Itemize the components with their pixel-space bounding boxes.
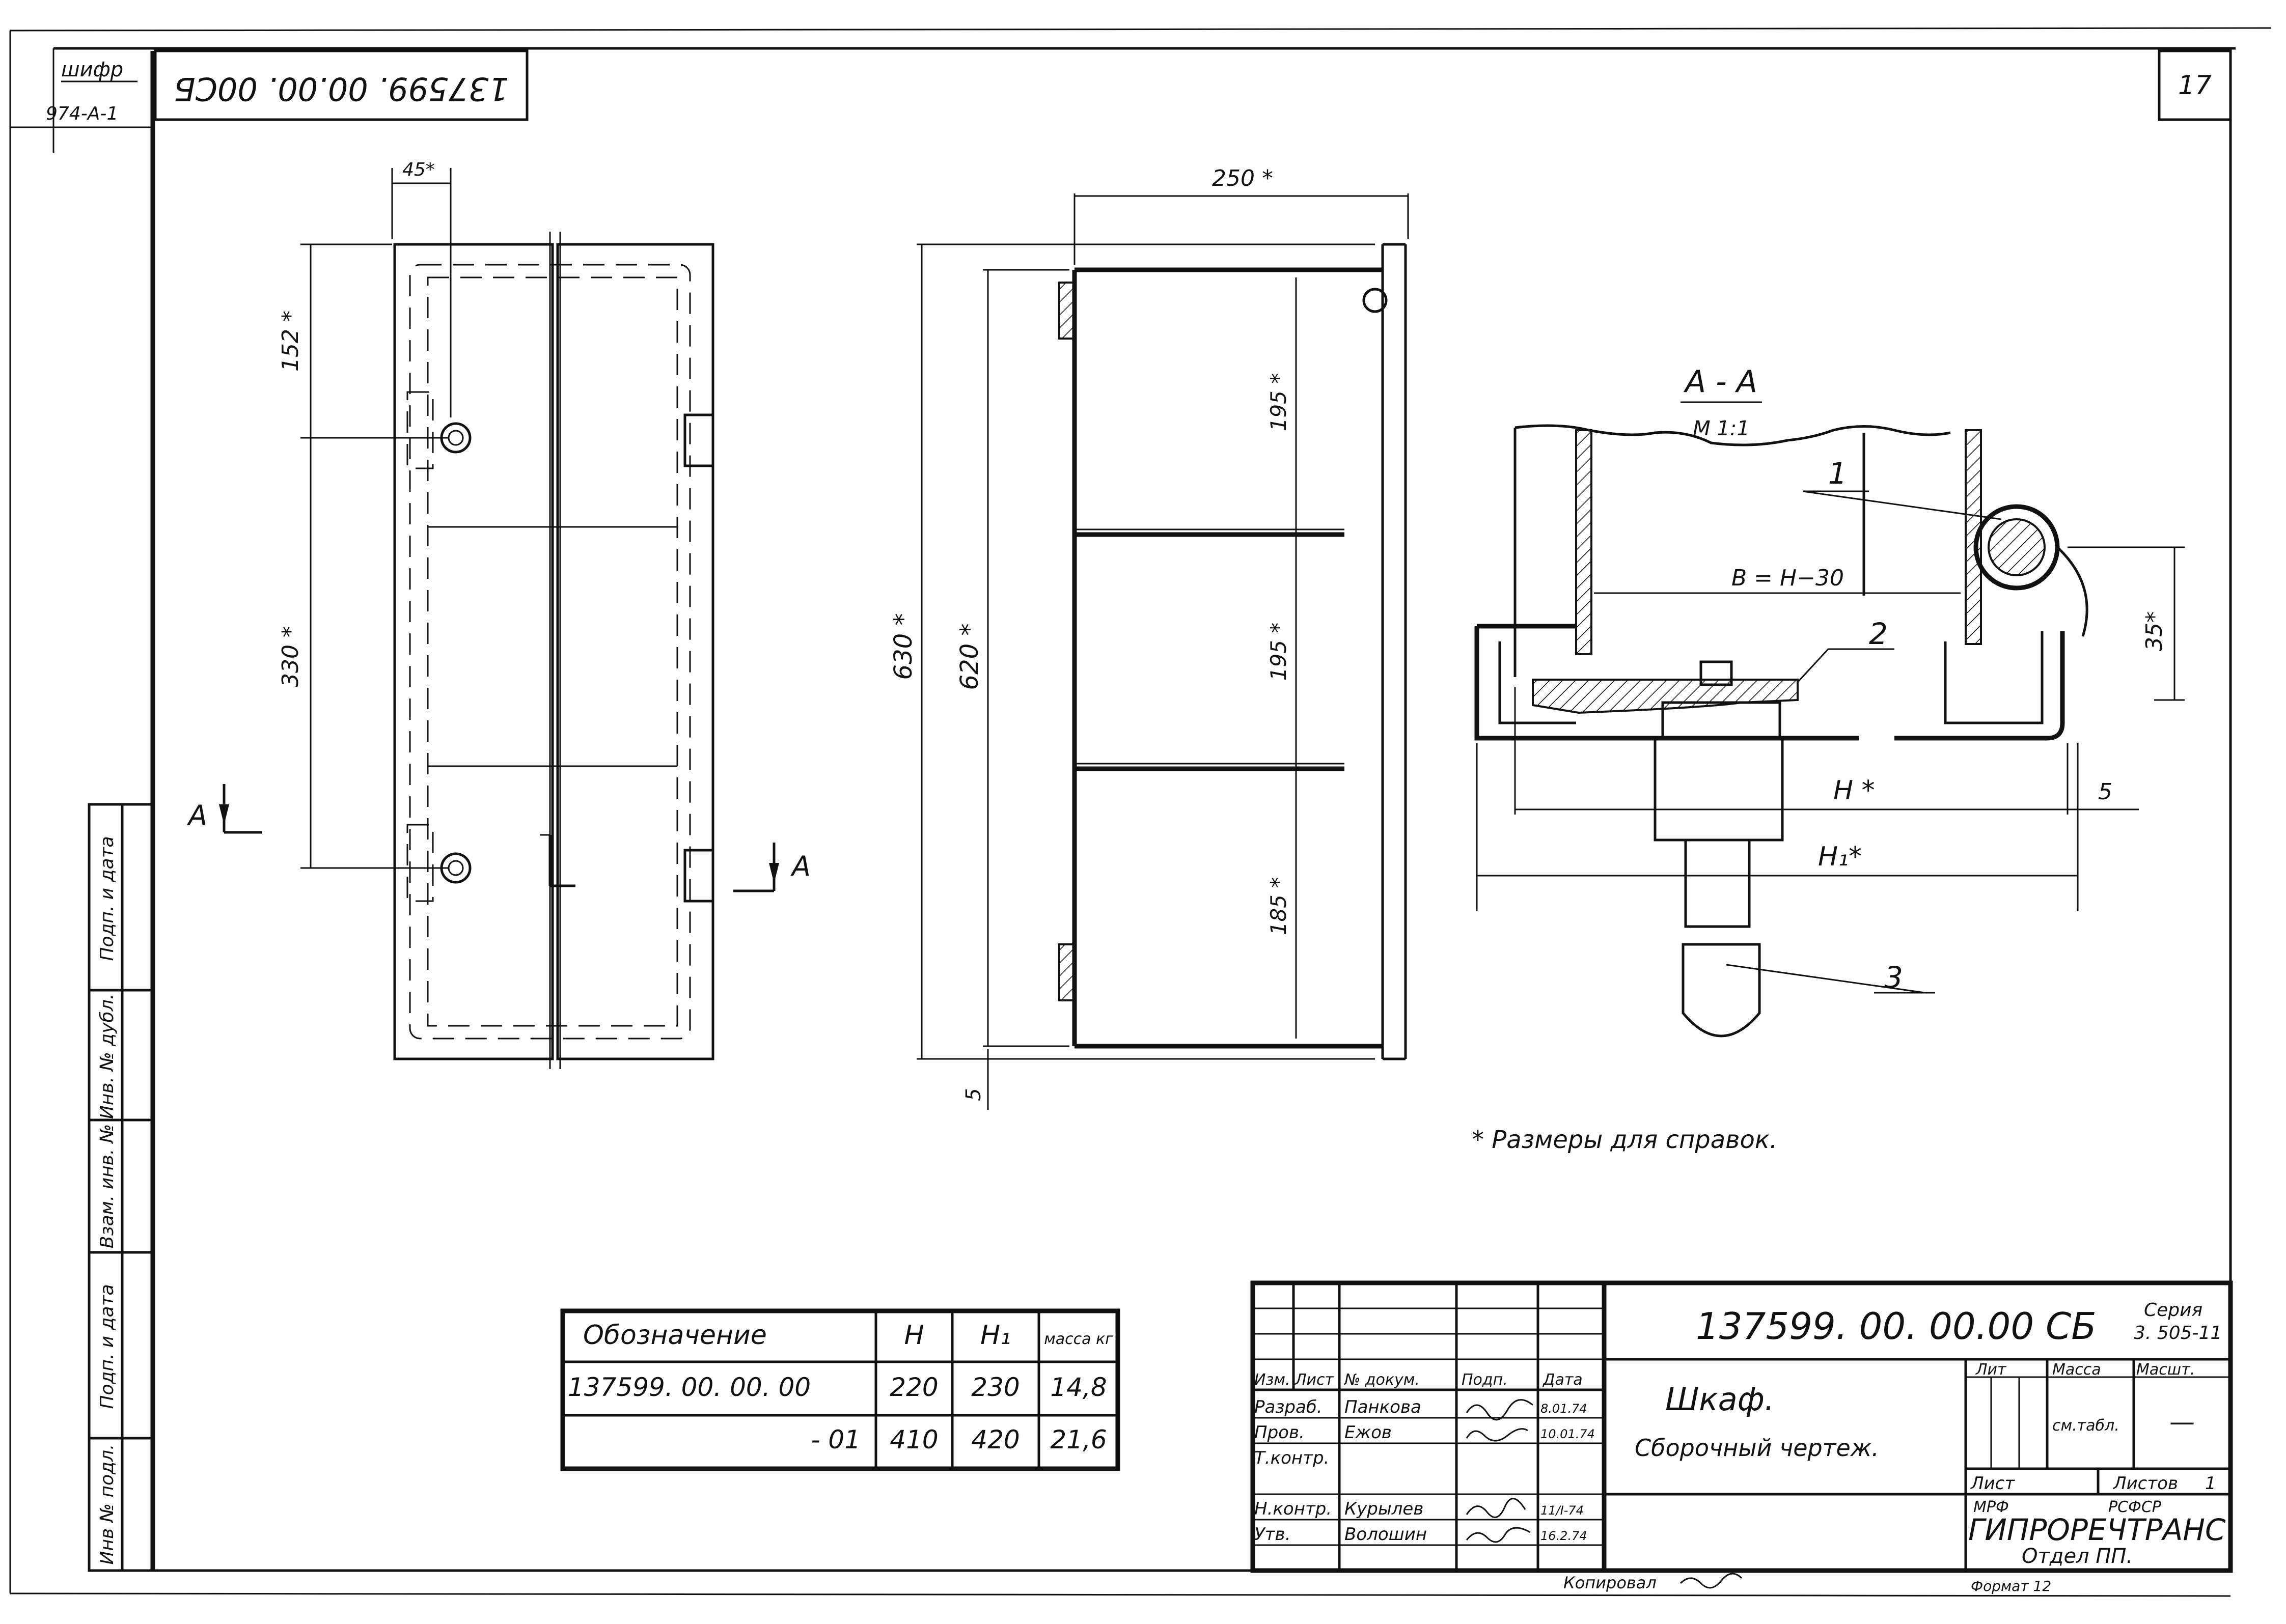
tb-date-1: 10.01.74: [1540, 1427, 1595, 1441]
title-block: Изм. Лист № докум. Подп. Дата Разраб. Па…: [1250, 1280, 2233, 1594]
table-header-designation: Обозначение: [583, 1320, 767, 1351]
tb-col-sign: Подп.: [1462, 1371, 1508, 1389]
cipher-code: 974-А-1: [46, 103, 118, 124]
tb-name: Шкаф.: [1665, 1381, 1774, 1418]
tb-date-4: 16.2.74: [1540, 1529, 1587, 1543]
tb-sheet-label: Лист: [1970, 1473, 2015, 1494]
tb-mass-label: Масса: [2052, 1361, 2101, 1379]
table-row-1-h: 410: [890, 1425, 938, 1454]
section-scale: М 1:1: [1693, 417, 1750, 440]
table-row-0-h: 220: [890, 1373, 938, 1402]
tb-copied-label: Копировал: [1563, 1573, 1657, 1592]
tb-series-label: Серия: [2144, 1300, 2202, 1321]
tb-format-label: Формат 12: [1971, 1578, 2051, 1594]
table-row-1-mass: 21,6: [1050, 1425, 1107, 1454]
tb-col-list: Лист: [1295, 1371, 1335, 1389]
side-dim-195-a: 195 *: [1266, 373, 1291, 432]
tb-mass-value: см.табл.: [2052, 1417, 2119, 1435]
stamp-field-0: Инв № подл.: [97, 1444, 118, 1565]
tb-document-code: 137599. 00. 00.00 СБ: [1696, 1305, 2097, 1348]
table-row-0-designation: 137599. 00. 00. 00: [568, 1373, 811, 1402]
table-header-h: Н: [904, 1320, 924, 1351]
callout-1: 1: [1828, 456, 1847, 491]
tb-col-doc: № докум.: [1343, 1371, 1420, 1389]
dim-35: 35*: [2141, 611, 2167, 651]
designation-rotated: 137599. 00.00. 00СБ: [174, 70, 509, 107]
table-row-1-h1: 420: [971, 1425, 1020, 1454]
tb-name-3: Курылев: [1344, 1499, 1423, 1519]
cipher-label: шифр: [61, 58, 123, 81]
tb-org-line1-right: РСФСР: [2108, 1498, 2162, 1516]
side-view: 250 * 630 * 620 * 195 * 195 * 185 * 5: [889, 165, 1409, 1110]
tb-role-1: Пров.: [1254, 1422, 1305, 1443]
table-header-h1: Н₁: [980, 1320, 1011, 1351]
side-dim-620: 620 *: [955, 624, 984, 690]
dim-h1: Н₁*: [1818, 842, 1862, 872]
tb-sheets-value: 1: [2205, 1473, 2216, 1494]
tb-role-3: Н.контр.: [1254, 1499, 1332, 1519]
tb-role-2: Т.контр.: [1254, 1448, 1329, 1468]
signature-nkontr: [1466, 1498, 1526, 1518]
side-dim-250: 250 *: [1212, 165, 1273, 191]
designation-box: 137599. 00.00. 00СБ: [154, 49, 529, 121]
tb-role-0: Разраб.: [1254, 1397, 1323, 1417]
tb-name-4: Волошин: [1344, 1524, 1427, 1545]
tb-col-date: Дата: [1542, 1371, 1583, 1389]
table-row-0-mass: 14,8: [1050, 1373, 1107, 1402]
front-dim-45: 45*: [402, 159, 435, 180]
sheet-number: 17: [2178, 70, 2212, 101]
side-dim-195-b: 195 *: [1266, 623, 1291, 681]
signature-prov: [1466, 1428, 1528, 1442]
signature-utv: [1466, 1527, 1531, 1543]
tb-scale-value: —: [2169, 1407, 2195, 1437]
reference-note: * Размеры для справок.: [1472, 1126, 1777, 1154]
dim-b: В = Н−30: [1731, 565, 1844, 591]
callout-3: 3: [1884, 960, 1903, 995]
section-view: А - А М 1:1 1 2 3 В: [1474, 364, 2185, 1038]
sheet-frame: [9, 27, 2272, 1597]
section-mark-left: А: [187, 799, 207, 831]
side-dim-630: 630 *: [889, 613, 918, 680]
tb-date-3: 11/I-74: [1540, 1503, 1584, 1518]
signature-razrab: [1466, 1399, 1533, 1421]
tb-org-name: ГИПРОРЕЧТРАНС: [1968, 1513, 2226, 1547]
section-title: А - А: [1683, 364, 1757, 400]
tb-col-izm: Изм.: [1254, 1371, 1290, 1389]
tb-name-1: Ежов: [1344, 1422, 1392, 1443]
tb-name-0: Панкова: [1344, 1397, 1421, 1417]
cipher-block: шифр 974-А-1: [46, 58, 137, 124]
tb-org-dept: Отдел ПП.: [2022, 1545, 2133, 1568]
stamp-field-2: Взам. инв. №: [97, 1124, 118, 1248]
stamp-field-1: Подп. и дата: [97, 1284, 118, 1409]
section-mark-right: А: [790, 850, 811, 882]
variants-table: Обозначение Н Н₁ масса кг 137599. 00. 00…: [560, 1308, 1120, 1471]
dim-5: 5: [2098, 779, 2112, 805]
table-header-mass: масса кг: [1044, 1330, 1113, 1348]
side-stamp: Инв № подл. Подп. и дата Взам. инв. № Ин…: [88, 803, 154, 1572]
table-row-0-h1: 230: [971, 1373, 1020, 1402]
side-dim-185: 185 *: [1266, 877, 1291, 936]
stamp-field-3: Инв. № дубл.: [97, 994, 118, 1119]
callout-2: 2: [1869, 617, 1888, 651]
stamp-field-4: Подп. и дата: [97, 836, 118, 961]
tb-lit-label: Лит: [1975, 1361, 2007, 1379]
tb-role-4: Утв.: [1254, 1524, 1290, 1545]
front-view: 45* 152 * 330 * А А: [187, 159, 811, 1069]
tb-scale-label: Масшт.: [2136, 1361, 2195, 1379]
front-dim-330: 330 *: [278, 626, 304, 687]
tb-org-line1-left: МРФ: [1973, 1498, 2009, 1516]
tb-date-0: 8.01.74: [1540, 1402, 1587, 1416]
signature-copied: [1679, 1573, 1743, 1589]
sheet-number-box: 17: [2158, 49, 2232, 121]
side-dim-5: 5: [962, 1088, 985, 1101]
tb-doc-type: Сборочный чертеж.: [1635, 1434, 1879, 1462]
front-dim-152: 152 *: [278, 311, 304, 372]
tb-series-value: 3. 505-11: [2134, 1323, 2222, 1343]
table-row-1-designation: - 01: [811, 1425, 861, 1454]
dim-h: Н *: [1833, 775, 1875, 806]
tb-sheets-label: Листов: [2112, 1473, 2178, 1494]
